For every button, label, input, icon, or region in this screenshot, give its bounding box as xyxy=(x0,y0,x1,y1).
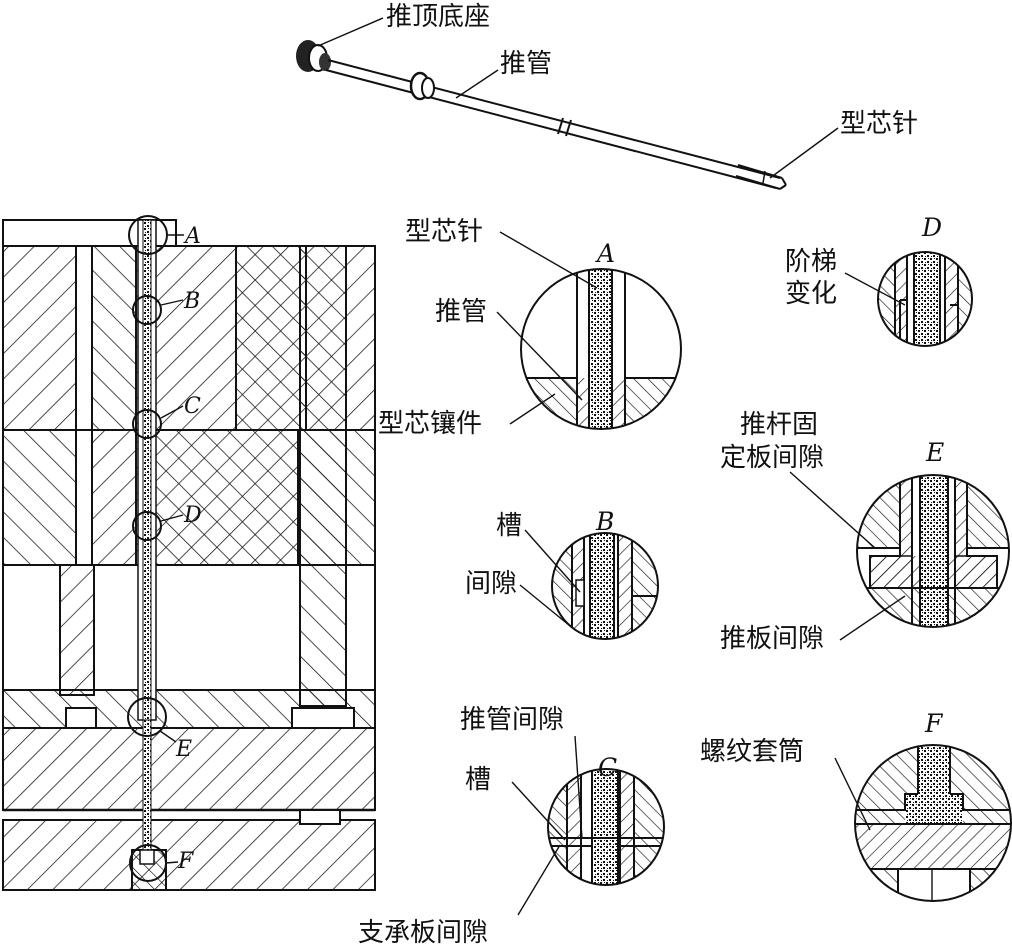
marker-d: D xyxy=(183,503,202,528)
detail-e: E 推杆固 定板间隙 推板间隙 xyxy=(720,410,1010,654)
leader-push-base xyxy=(317,17,384,47)
marker-circle-e xyxy=(127,697,167,737)
label-push-tube-a: 推管 xyxy=(435,297,487,327)
label-groove-b: 槽 xyxy=(496,511,522,541)
detail-d-letter: D xyxy=(921,213,942,242)
detail-a: A 型芯针 推管 型芯镶件 xyxy=(378,217,682,439)
leader-core-pin xyxy=(769,127,839,179)
detail-c: C 推管间隙 槽 支承板间隙 xyxy=(358,705,665,948)
label-push-tube: 推管 xyxy=(500,49,552,79)
label-push-base: 推顶底座 xyxy=(386,2,490,32)
marker-b: B xyxy=(183,289,200,314)
label-plate-gap-e: 推板间隙 xyxy=(720,624,824,654)
detail-f-letter: F xyxy=(924,709,944,738)
label-step-line1-d: 阶梯 xyxy=(785,247,837,277)
marker-e: E xyxy=(175,737,192,762)
detail-b-letter: B xyxy=(595,507,614,536)
mold-section-view: A B C D E F xyxy=(2,215,376,891)
label-support-gap-c: 支承板间隙 xyxy=(358,918,488,948)
label-core-pin-a: 型芯针 xyxy=(405,217,483,247)
label-tube-gap-c: 推管间隙 xyxy=(460,705,564,735)
push-base-part xyxy=(296,40,331,72)
exploded-assembly: 推顶底座 推管 型芯针 xyxy=(296,2,918,190)
label-groove-c: 槽 xyxy=(465,765,491,795)
detail-d: D 阶梯 变化 xyxy=(785,213,973,347)
detail-c-letter: C xyxy=(598,753,617,782)
marker-a: A xyxy=(183,224,201,249)
marker-c: C xyxy=(184,394,201,419)
detail-e-letter: E xyxy=(925,438,944,467)
marker-f: F xyxy=(177,849,194,874)
marker-circle-d xyxy=(132,511,162,541)
label-core-pin: 型芯针 xyxy=(840,109,918,139)
label-step-line2-d: 变化 xyxy=(785,279,837,309)
push-tube-part xyxy=(325,59,781,189)
label-fix-line2-e: 定板间隙 xyxy=(720,443,824,473)
detail-f: F 螺纹套筒 xyxy=(700,709,1012,902)
marker-circle-b xyxy=(132,295,162,325)
detail-b: B 槽 间隙 xyxy=(465,507,659,640)
label-sleeve-f: 螺纹套筒 xyxy=(700,737,804,767)
marker-circle-c xyxy=(132,409,162,439)
leader-push-tube xyxy=(455,69,499,99)
detail-a-letter: A xyxy=(595,239,615,268)
label-core-insert-a: 型芯镶件 xyxy=(378,409,482,439)
label-gap-b: 间隙 xyxy=(465,569,517,599)
core-pin-part xyxy=(735,164,787,190)
label-fix-line1-e: 推杆固 xyxy=(740,410,818,440)
